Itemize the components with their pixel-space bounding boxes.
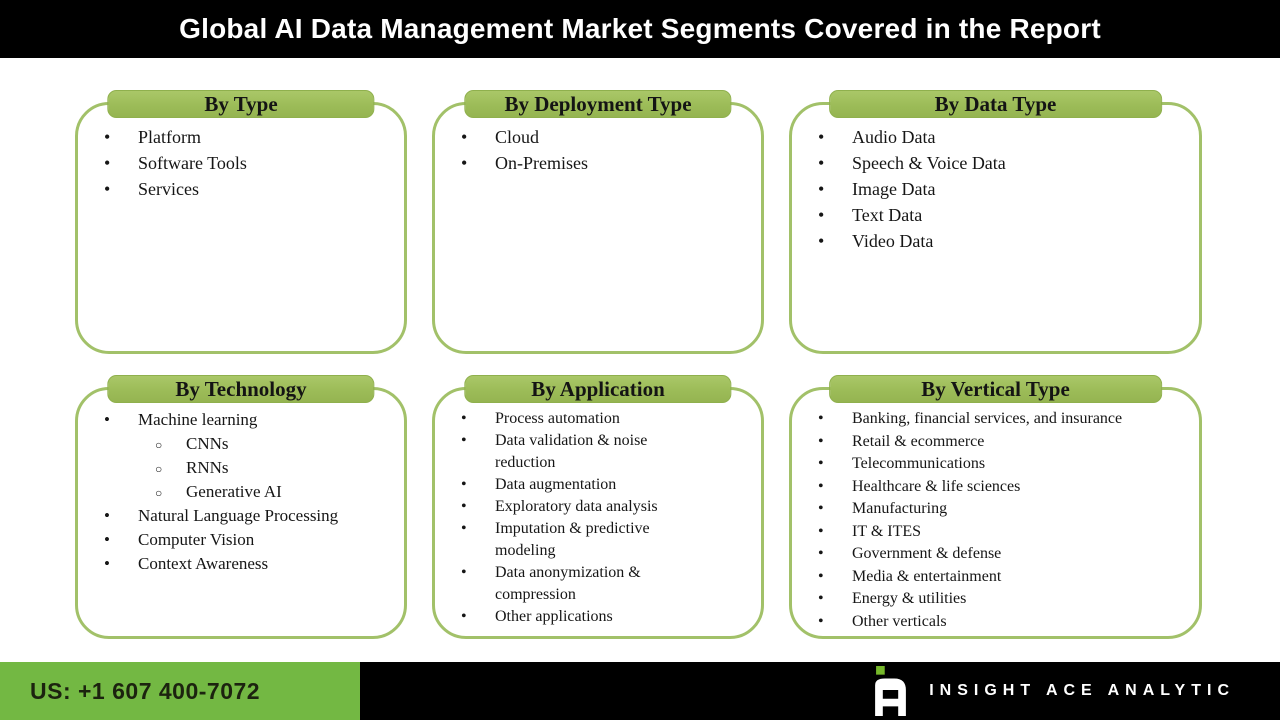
list-item: Cloud [435,124,749,150]
brand-block: INSIGHT ACE ANALYTIC [360,662,1280,720]
list-subitem: Generative AI [78,480,392,505]
list-item: Machine learning [78,408,392,432]
list-item: On-Premises [435,150,749,176]
segment-list: Audio Data Speech & Voice Data Image Dat… [792,124,1199,254]
list-subitem: RNNs [78,456,392,481]
list-item: Services [78,176,392,202]
box-header-by-application: By Application [464,375,732,403]
list-item: Energy & utilities [792,588,1187,611]
segment-box-by-type: By Type Platform Software Tools Services [75,90,407,354]
list-item: Manufacturing [792,498,1187,521]
list-item: Data augmentation [435,474,749,496]
footer-bar: US: +1 607 400-7072 INSIGHT ACE ANALYTIC [0,662,1280,720]
title-bar: Global AI Data Management Market Segment… [0,0,1280,58]
segment-box-by-data-type: By Data Type Audio Data Speech & Voice D… [789,90,1202,354]
segment-list: Process automation Data validation & noi… [435,408,761,628]
box-header-by-vertical-type: By Vertical Type [828,375,1163,403]
list-item: Data validation & noise reduction [435,430,749,474]
segment-box-by-vertical-type: By Vertical Type Banking, financial serv… [789,375,1202,639]
segment-list: Machine learning CNNs RNNs Generative AI… [78,408,404,576]
segment-list: Banking, financial services, and insuran… [792,408,1199,633]
segment-list: Platform Software Tools Services [78,124,404,202]
list-item: Speech & Voice Data [792,150,1187,176]
list-item: Software Tools [78,150,392,176]
list-item: Platform [78,124,392,150]
page-title: Global AI Data Management Market Segment… [179,13,1101,44]
list-item: Process automation [435,408,749,430]
list-item: Data anonymization & compression [435,562,749,606]
list-item: Other applications [435,606,749,628]
list-item: Government & defense [792,543,1187,566]
list-item: Healthcare & life sciences [792,476,1187,499]
segment-box-by-deployment-type: By Deployment Type Cloud On-Premises [432,90,764,354]
segments-row-2: By Technology Machine learning CNNs RNNs… [75,372,1205,639]
list-item: Video Data [792,228,1187,254]
list-item: Telecommunications [792,453,1187,476]
list-item: Banking, financial services, and insuran… [792,408,1187,431]
segment-box-by-application: By Application Process automation Data v… [432,375,764,639]
segment-box-by-technology: By Technology Machine learning CNNs RNNs… [75,375,407,639]
insightace-logo-icon [875,666,907,716]
list-item: Natural Language Processing [78,504,392,528]
list-item: Media & entertainment [792,566,1187,589]
box-header-by-type: By Type [107,90,375,118]
segments-row-1: By Type Platform Software Tools Services… [75,87,1205,354]
box-header-by-data-type: By Data Type [828,90,1163,118]
brand-name: INSIGHT ACE ANALYTIC [929,682,1235,699]
phone-number: US: +1 607 400-7072 [0,662,360,720]
list-item: Imputation & predictive modeling [435,518,749,562]
list-item: Exploratory data analysis [435,496,749,518]
list-item: Context Awareness [78,552,392,576]
segment-list: Cloud On-Premises [435,124,761,176]
list-item: Computer Vision [78,528,392,552]
list-item: Other verticals [792,611,1187,634]
list-item: Audio Data [792,124,1187,150]
list-item: Image Data [792,176,1187,202]
box-header-by-deployment-type: By Deployment Type [464,90,732,118]
box-header-by-technology: By Technology [107,375,375,403]
list-item: IT & ITES [792,521,1187,544]
list-subitem: CNNs [78,432,392,457]
list-item: Text Data [792,202,1187,228]
list-item: Retail & ecommerce [792,431,1187,454]
